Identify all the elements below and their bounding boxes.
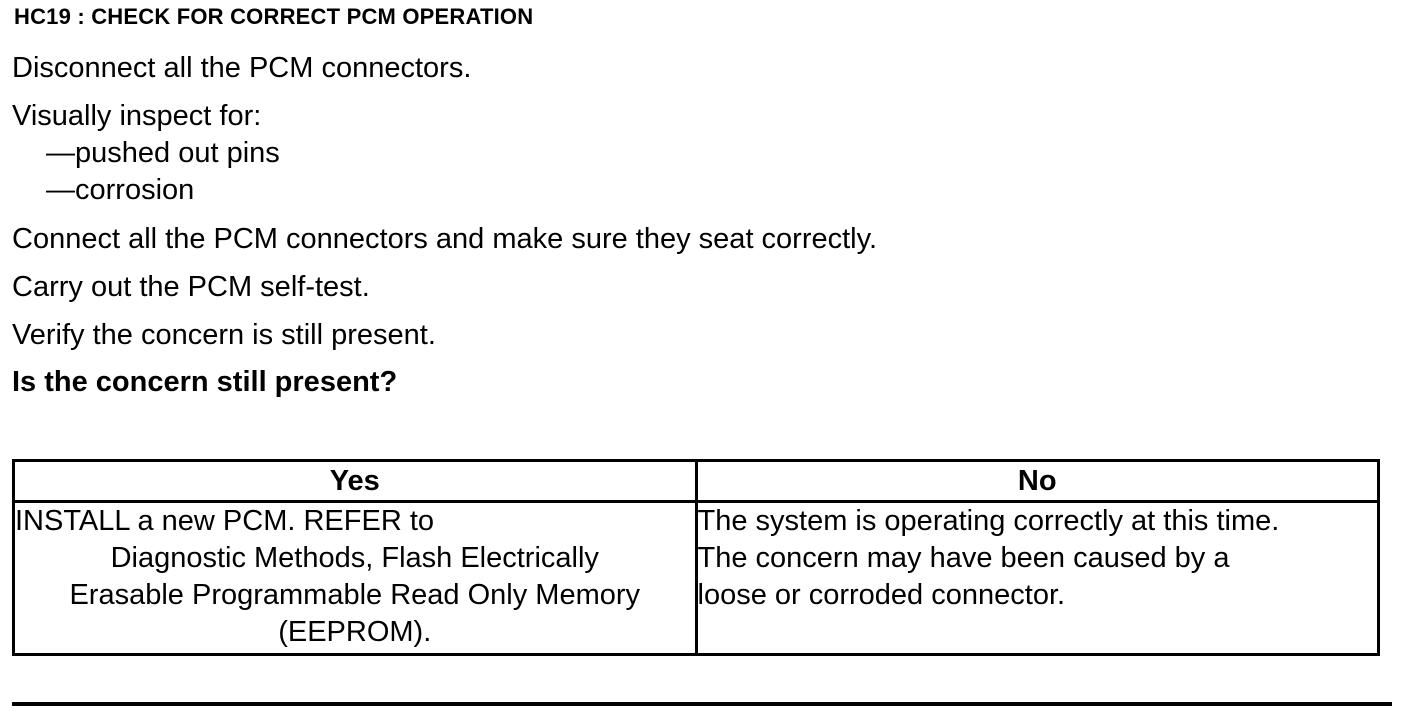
decision-question: Is the concern still present? <box>12 366 398 398</box>
step-heading: HC19 : CHECK FOR CORRECT PCM OPERATION <box>14 4 534 29</box>
yes-line: Diagnostic Methods, Flash Electrically <box>110 542 599 574</box>
yes-line: (EEPROM). <box>278 616 432 648</box>
no-line: loose or corroded connector. <box>697 579 1066 611</box>
yes-line: INSTALL a new PCM. REFER to <box>15 505 435 537</box>
decision-table: Yes No INSTALL a new PCM. REFER to Diagn… <box>12 459 1380 656</box>
step-inspect: Visually inspect for: <box>12 100 262 132</box>
inspect-item-corrosion: —corrosion <box>46 174 195 206</box>
step-self-test: Carry out the PCM self-test. <box>12 271 370 303</box>
no-action-cell: The system is operating correctly at thi… <box>694 500 1380 656</box>
no-line: The system is operating correctly at thi… <box>697 505 1280 537</box>
header-yes: Yes <box>12 459 698 503</box>
step-disconnect: Disconnect all the PCM connectors. <box>12 52 472 84</box>
section-divider <box>12 702 1392 706</box>
no-line: The concern may have been caused by a <box>697 542 1230 574</box>
inspect-item-pushed-out-pins: —pushed out pins <box>46 137 280 169</box>
yes-line: Erasable Programmable Read Only Memory <box>69 579 641 611</box>
yes-action-cell: INSTALL a new PCM. REFER to Diagnostic M… <box>12 500 698 656</box>
table-header-row: Yes No <box>12 459 1380 503</box>
step-verify: Verify the concern is still present. <box>12 319 436 351</box>
header-no: No <box>694 459 1380 503</box>
step-connect: Connect all the PCM connectors and make … <box>12 223 878 255</box>
table-row: INSTALL a new PCM. REFER to Diagnostic M… <box>12 500 1380 656</box>
